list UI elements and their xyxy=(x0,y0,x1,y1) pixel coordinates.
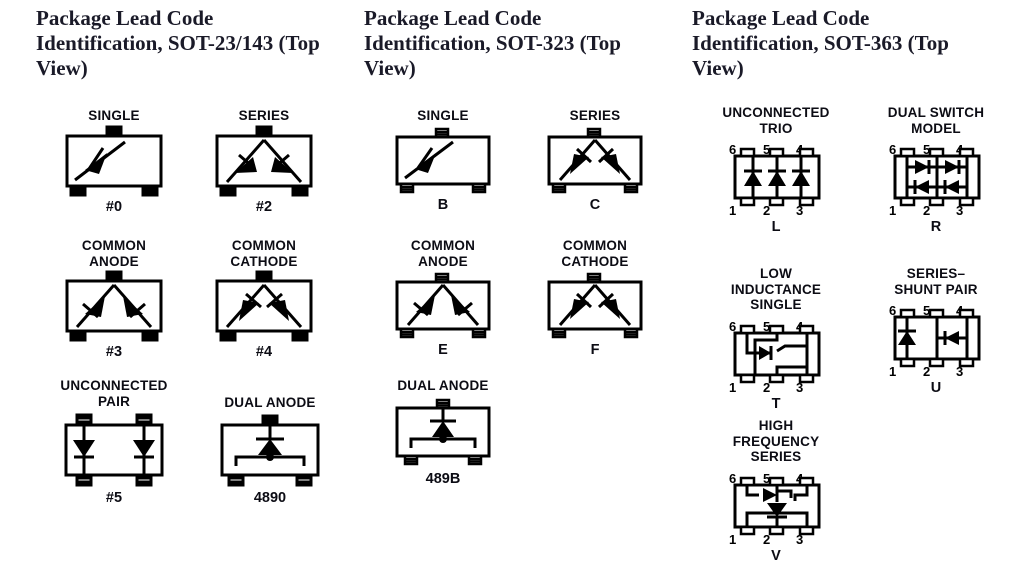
pin-label-6: 6 xyxy=(889,142,896,157)
pin-label-1: 1 xyxy=(889,203,896,218)
diagram-code: L xyxy=(771,219,781,235)
diagram-cell-sot323-4: DUAL ANODE 489B xyxy=(380,378,506,487)
column-title-sot323: Package Lead Code Identification, SOT-32… xyxy=(364,6,621,80)
symbol-unconnected-trio: 6 5 4 1 2 3 xyxy=(729,142,821,218)
diagram-cell-sot323-3: COMMON CATHODE F xyxy=(534,238,656,358)
diagram-caption: DUAL SWITCH MODEL xyxy=(887,105,985,136)
symbol-common-cathode xyxy=(547,272,643,339)
symbol-unconnected-pair xyxy=(64,413,164,487)
diagram-code: #0 xyxy=(105,198,123,215)
diagram-cell-sot23-0: SINGLE #0 xyxy=(48,108,180,215)
pin-label-2: 2 xyxy=(763,380,770,395)
diagram-cell-sot23-5: DUAL ANODE 4890 xyxy=(198,395,342,506)
diagram-caption: COMMON ANODE xyxy=(410,238,476,269)
diagram-caption: UNCONNECTED PAIR xyxy=(60,378,168,409)
diagram-caption: HIGH FREQUENCY SERIES xyxy=(732,418,820,464)
pin-label-3: 3 xyxy=(796,203,803,218)
pin-label-6: 6 xyxy=(729,319,736,334)
column-title-sot363: Package Lead Code Identification, SOT-36… xyxy=(692,6,949,80)
diagram-caption: SERIES– SHUNT PAIR xyxy=(894,266,978,297)
symbol-single-diode-diagonal xyxy=(65,125,163,196)
diagram-code: #4 xyxy=(255,344,273,360)
diagram-cell-sot323-1: SERIES C xyxy=(534,108,656,213)
pin-label-5: 5 xyxy=(763,319,770,334)
diagram-code: #3 xyxy=(105,344,123,360)
pin-label-3: 3 xyxy=(956,203,963,218)
diagram-cell-sot23-3: COMMON CATHODE #4 xyxy=(198,238,330,360)
symbol-dual-switch-model: 6 5 4 1 2 3 xyxy=(889,142,981,218)
diagram-cell-sot363-4: HIGH FREQUENCY SERIES 6 5 4 1 2 3 xyxy=(706,418,846,564)
symbol-series-shunt-pair: 6 5 4 1 2 3 xyxy=(889,303,981,379)
symbol-common-anode xyxy=(65,270,163,342)
pin-label-5: 5 xyxy=(763,142,770,157)
diagram-code: 4890 xyxy=(253,489,287,506)
diagram-cell-sot23-4: UNCONNECTED PAIR #5 xyxy=(42,378,186,506)
diagram-code: C xyxy=(589,196,601,213)
pin-label-3: 3 xyxy=(796,532,803,547)
symbol-dual-anode xyxy=(220,414,320,486)
pin-label-2: 2 xyxy=(923,364,930,379)
diagram-cell-sot363-1: DUAL SWITCH MODEL 6 5 4 1 2 3 xyxy=(866,105,1006,235)
diagram-caption: COMMON CATHODE xyxy=(561,238,629,269)
diagram-code: U xyxy=(930,380,942,396)
diagram-cell-sot363-0: UNCONNECTED TRIO 6 5 4 1 2 3 xyxy=(706,105,846,235)
diagram-code: #2 xyxy=(255,198,273,215)
diagram-caption: SINGLE xyxy=(417,108,469,123)
pin-label-5: 5 xyxy=(923,142,930,157)
diagram-caption: COMMON ANODE xyxy=(81,238,147,269)
symbol-low-inductance-single: 6 5 4 1 2 3 xyxy=(729,319,821,395)
diagram-cell-sot323-0: SINGLE B xyxy=(382,108,504,213)
symbol-common-anode xyxy=(395,272,491,339)
pin-label-3: 3 xyxy=(796,380,803,395)
diagram-cell-sot363-3: SERIES– SHUNT PAIR 6 5 4 1 2 3 xyxy=(866,266,1006,396)
pin-label-6: 6 xyxy=(889,303,896,318)
symbol-series-pair xyxy=(215,125,313,196)
symbol-single-diode-diagonal xyxy=(395,127,491,193)
diagram-code: F xyxy=(590,342,600,358)
pin-label-1: 1 xyxy=(729,532,736,547)
pin-label-6: 6 xyxy=(729,471,736,486)
diagram-code: E xyxy=(438,342,448,358)
diagram-code: T xyxy=(771,395,781,412)
diagram-caption: LOW INDUCTANCE SINGLE xyxy=(730,266,822,312)
diagram-caption: DUAL ANODE xyxy=(224,395,316,410)
diagram-code: R xyxy=(930,219,942,235)
symbol-common-cathode xyxy=(215,270,313,342)
pin-label-1: 1 xyxy=(889,364,896,379)
diagram-caption: SERIES xyxy=(238,108,290,123)
diagram-cell-sot363-2: LOW INDUCTANCE SINGLE 6 5 4 1 2 3 xyxy=(706,266,846,412)
symbol-series-pair xyxy=(547,127,643,193)
diagram-code: V xyxy=(771,547,781,564)
pin-label-3: 3 xyxy=(956,364,963,379)
pin-label-2: 2 xyxy=(923,203,930,218)
diagram-caption: DUAL ANODE xyxy=(397,378,489,393)
diagram-cell-sot23-1: SERIES #2 xyxy=(198,108,330,215)
diagram-code: 489B xyxy=(425,470,461,487)
diagram-caption: SINGLE xyxy=(88,108,140,123)
symbol-dual-anode xyxy=(395,398,491,465)
diagram-cell-sot23-2: COMMON ANODE #3 xyxy=(48,238,180,360)
pin-label-1: 1 xyxy=(729,380,736,395)
diagram-caption: UNCONNECTED TRIO xyxy=(722,105,830,136)
diagram-caption: SERIES xyxy=(569,108,621,123)
diagram-caption: COMMON CATHODE xyxy=(230,238,298,269)
column-title-sot23: Package Lead Code Identification, SOT-23… xyxy=(36,6,320,80)
diagram-cell-sot323-2: COMMON ANODE E xyxy=(382,238,504,358)
pin-label-5: 5 xyxy=(763,471,770,486)
pin-label-1: 1 xyxy=(729,203,736,218)
pin-label-2: 2 xyxy=(763,532,770,547)
pin-label-2: 2 xyxy=(763,203,770,218)
diagram-code: #5 xyxy=(105,490,123,506)
pin-label-5: 5 xyxy=(923,303,930,318)
diagram-code: B xyxy=(437,196,449,213)
symbol-high-frequency-series: 6 5 4 1 2 3 xyxy=(729,471,821,547)
pin-label-6: 6 xyxy=(729,142,736,157)
